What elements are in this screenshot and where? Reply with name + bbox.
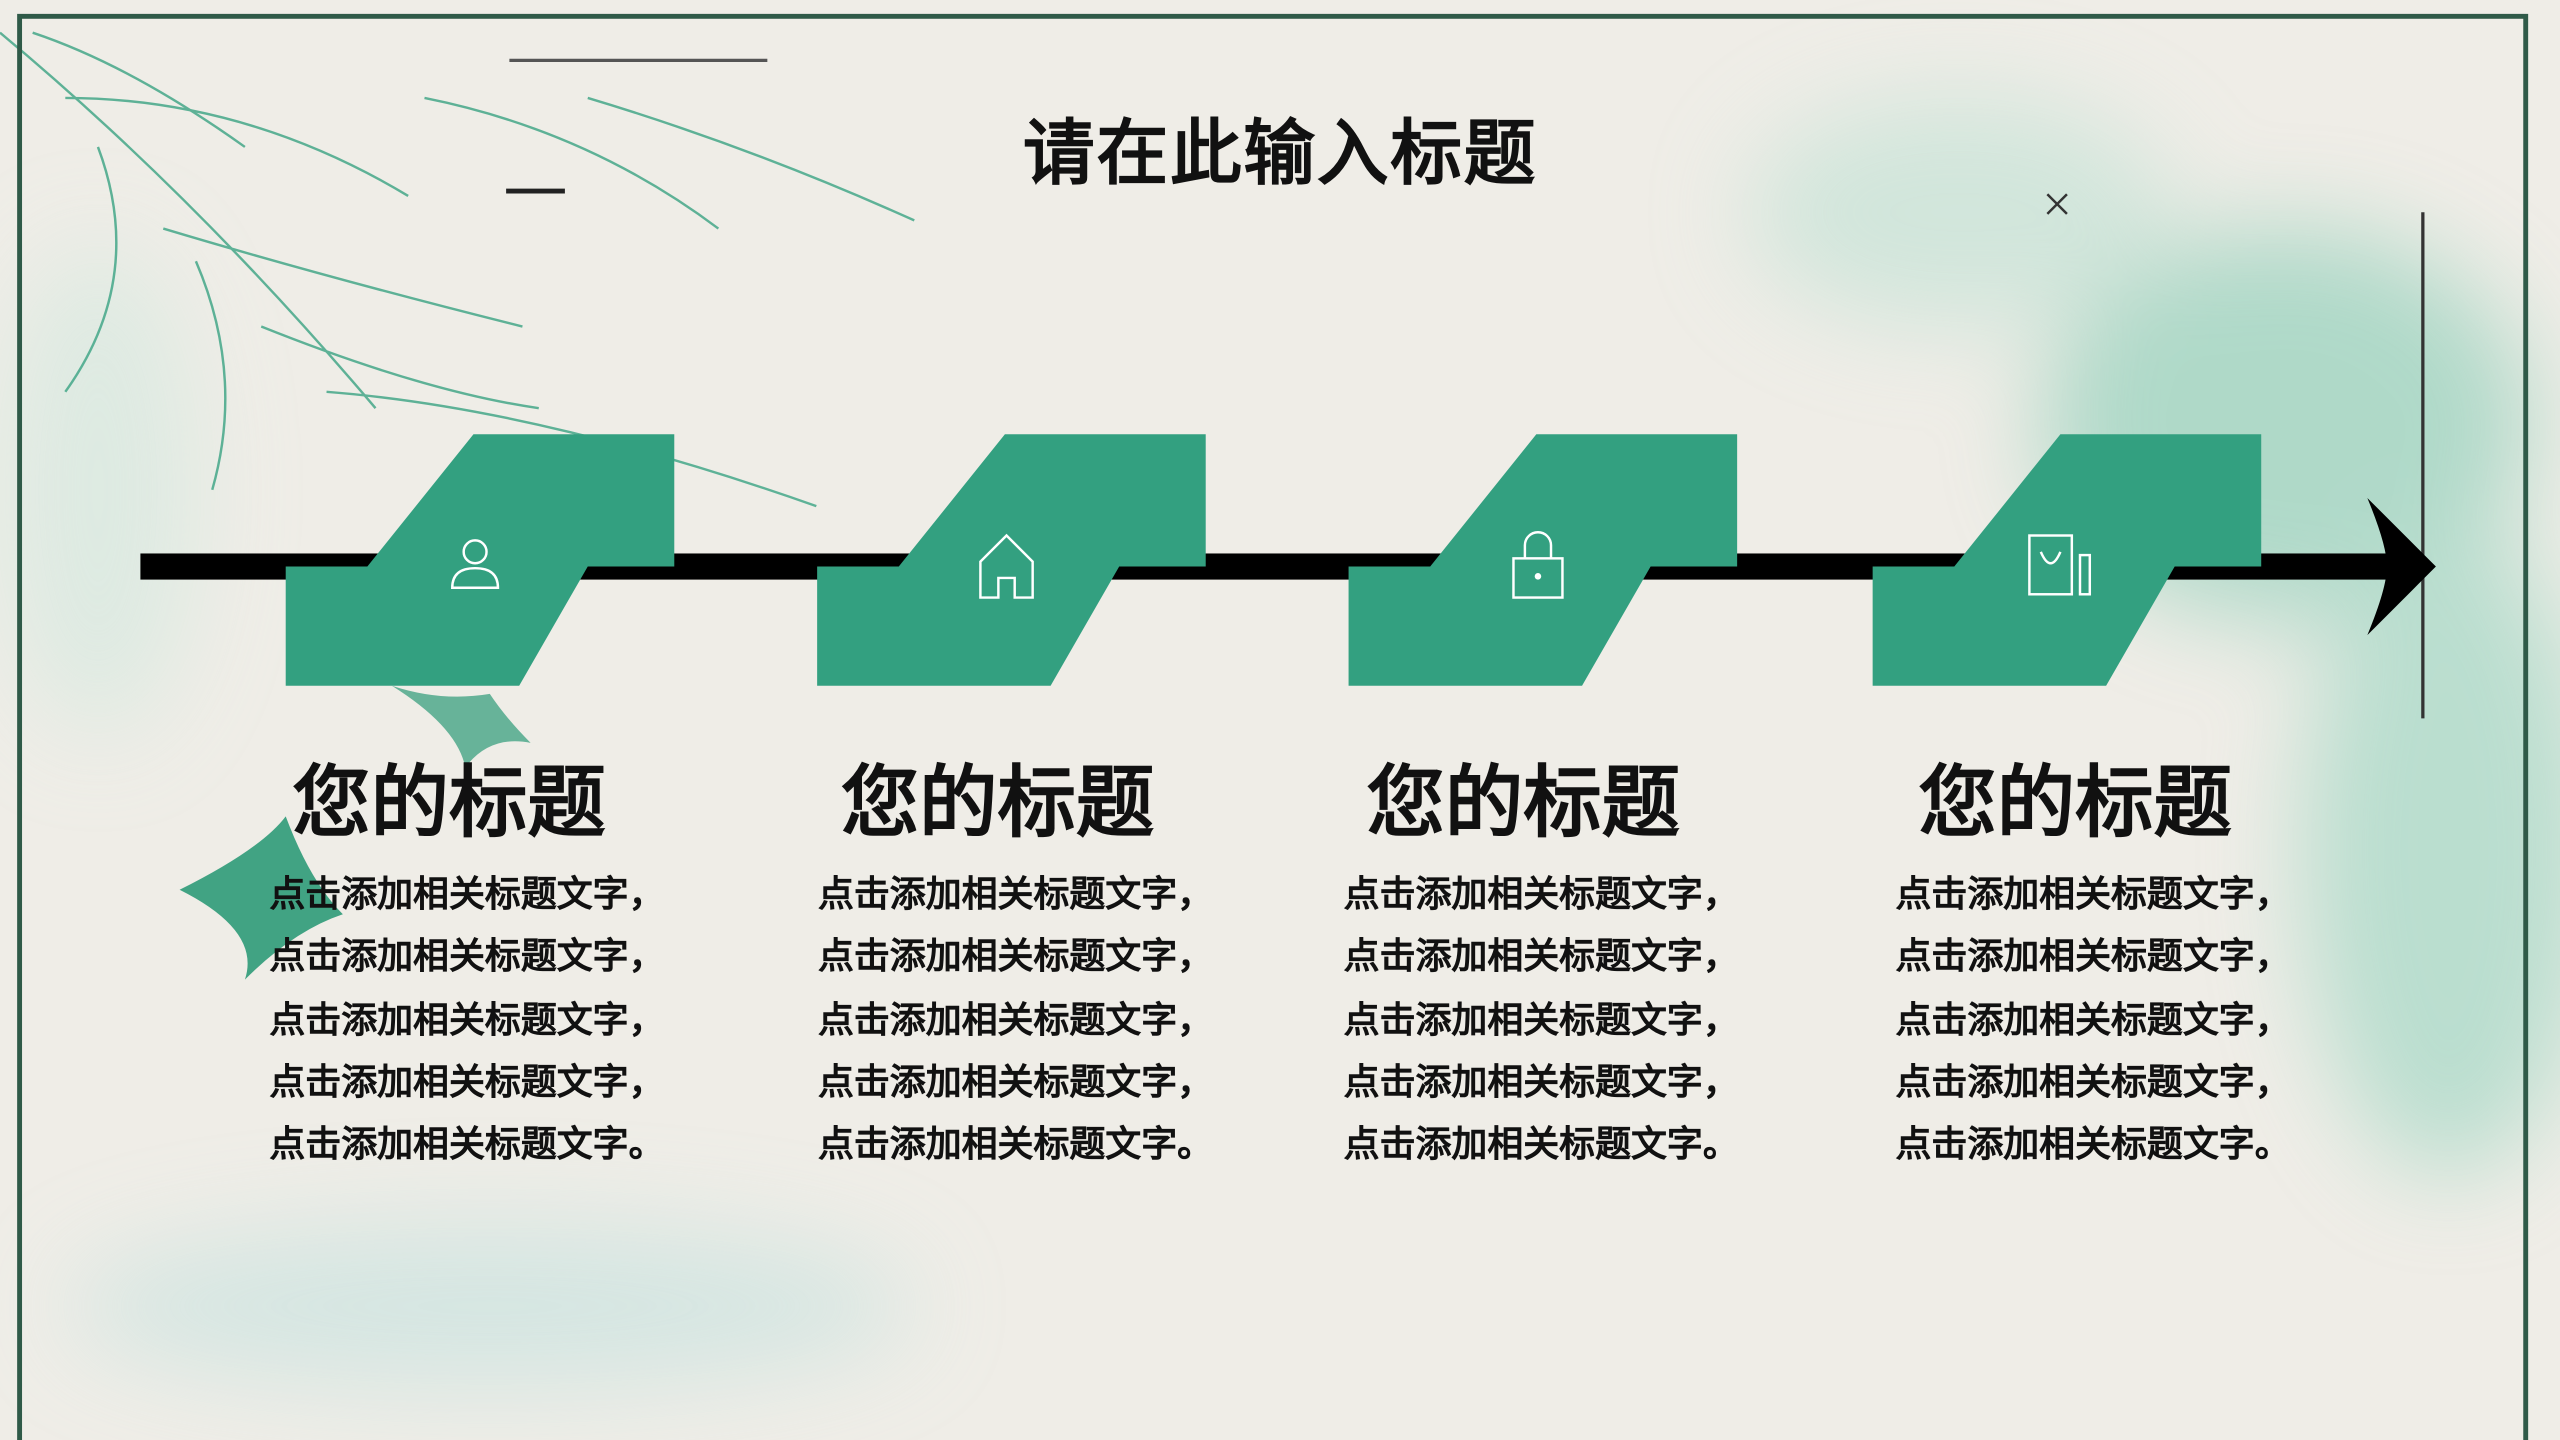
step-text-line[interactable]: 点击添加相关标题文字。 [269, 1125, 665, 1167]
lock-icon [1512, 531, 1564, 599]
step-text-line[interactable]: 点击添加相关标题文字， [1343, 875, 1739, 916]
step-block [817, 434, 1206, 686]
step-text-line[interactable]: 点击添加相关标题文字， [817, 1062, 1214, 1104]
step-text-line[interactable]: 点击添加相关标题文字， [1343, 937, 1739, 979]
slide-frame [17, 13, 2529, 1440]
step-block [1348, 434, 1738, 686]
step-column: 您的标题点击添加相关标题文字， 点击添加相关标题文字， 点击添加相关标题文字， 点击添… [269, 754, 759, 1178]
swallow-bird-small [391, 685, 531, 768]
step-text-line[interactable]: 点击添加相关标题文字， [1895, 1062, 2291, 1104]
step-heading[interactable]: 您的标题 [292, 757, 606, 849]
step-text-line[interactable]: 点击添加相关标题文字， [269, 1000, 665, 1041]
swallow-bird [179, 816, 343, 980]
user-icon [451, 539, 500, 589]
slide-title[interactable]: 请在此输入标题 [1022, 112, 1538, 196]
step-text-line[interactable]: 点击添加相关标题文字， [1895, 875, 2291, 916]
step-heading[interactable]: 您的标题 [1366, 757, 1681, 849]
step-text-line[interactable]: 点击添加相关标题文字， [817, 1000, 1214, 1041]
step-text-line[interactable]: 点击添加相关标题文字， [1895, 1000, 2291, 1041]
close-x-decoration [2046, 193, 2068, 215]
step-heading[interactable]: 您的标题 [840, 757, 1155, 849]
step-text-line[interactable]: 点击添加相关标题文字， [269, 875, 665, 916]
step-block [1872, 434, 2262, 686]
step-text-line[interactable]: 点击添加相关标题文字， [817, 937, 1214, 979]
step-block [285, 434, 675, 686]
step-text-line[interactable]: 点击添加相关标题文字。 [817, 1125, 1214, 1167]
step-text-line[interactable]: 点击添加相关标题文字， [817, 875, 1214, 916]
step-text-line[interactable]: 点击添加相关标题文字。 [1895, 1125, 2291, 1167]
step-column: 您的标题点击添加相关标题文字， 点击添加相关标题文字， 点击添加相关标题文字， 点击添… [1344, 754, 1834, 1178]
step-text-line[interactable]: 点击添加相关标题文字， [1343, 1062, 1739, 1104]
home-icon [979, 533, 1034, 599]
step-text-line[interactable]: 点击添加相关标题文字， [269, 937, 665, 979]
shopping-bag-icon [2028, 534, 2092, 596]
step-text-line[interactable]: 点击添加相关标题文字， [269, 1062, 665, 1104]
step-text-line[interactable]: 点击添加相关标题文字， [1895, 937, 2291, 979]
step-heading[interactable]: 您的标题 [1918, 757, 2232, 849]
step-column: 您的标题点击添加相关标题文字， 点击添加相关标题文字， 点击添加相关标题文字， 点击添… [818, 754, 1308, 1178]
leaf-branch-decoration [0, 31, 915, 508]
step-text-line[interactable]: 点击添加相关标题文字， [1343, 1000, 1739, 1041]
step-column: 您的标题点击添加相关标题文字， 点击添加相关标题文字， 点击添加相关标题文字， 点击添… [1896, 754, 2386, 1178]
step-text-line[interactable]: 点击添加相关标题文字。 [1343, 1125, 1739, 1167]
